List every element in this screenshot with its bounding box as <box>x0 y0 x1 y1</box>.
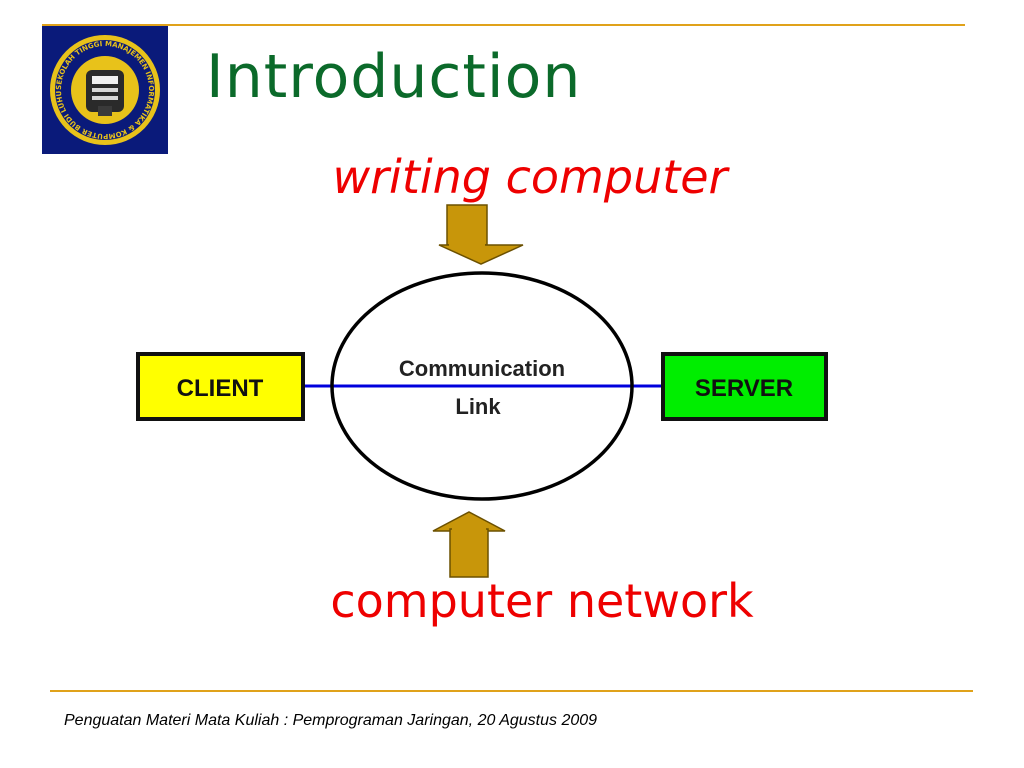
link-label-line1: Communication <box>399 356 565 381</box>
bottom-rule <box>50 690 973 692</box>
client-node: CLIENT <box>136 352 305 421</box>
link-label-line2: Link <box>455 394 501 419</box>
school-logo: SEKOLAH TINGGI MANAJEMEN INFORMATIKA & K… <box>42 26 168 154</box>
server-label: SERVER <box>695 375 793 402</box>
slide-footer: Penguatan Materi Mata Kuliah : Pemprogra… <box>64 712 598 729</box>
slide-title: Introduction <box>206 42 582 112</box>
server-node: SERVER <box>661 352 828 421</box>
top-caption: writing computer <box>332 150 728 204</box>
communication-link-node: Communication Link <box>330 271 634 501</box>
arrow-down-icon <box>438 204 524 265</box>
top-rule <box>42 24 965 26</box>
bottom-caption: computer network <box>330 574 754 628</box>
client-label: CLIENT <box>177 375 264 402</box>
arrow-up-icon <box>432 511 506 578</box>
